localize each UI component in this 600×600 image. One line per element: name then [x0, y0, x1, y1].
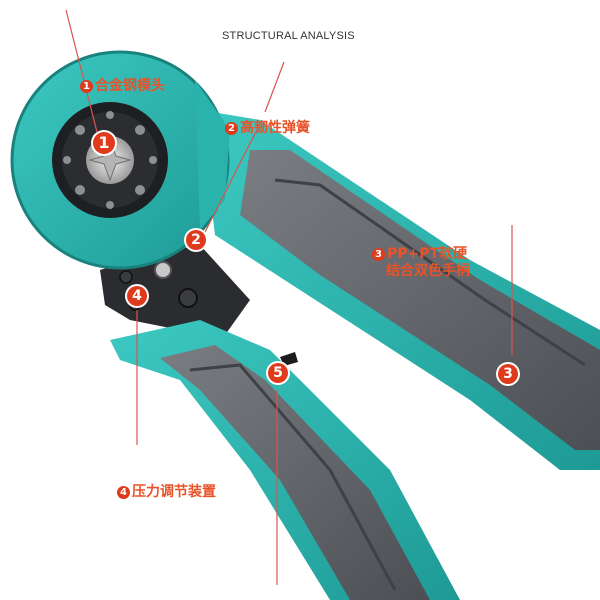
callout-label: 高韧性弹簧	[240, 120, 310, 136]
upper-grip-ridge	[274, 178, 586, 367]
lock-catch	[280, 352, 298, 366]
callout-badge: 4	[117, 486, 130, 499]
callout-badge: 3	[372, 248, 385, 261]
callout-label-line2: 结合双色手柄	[386, 263, 470, 279]
callout-label: 压力调节装置	[132, 484, 216, 500]
diagram-title: STRUCTURAL ANALYSIS	[222, 30, 355, 42]
callout-label: PP+PT软硬	[387, 246, 468, 262]
part-marker-4: 4	[127, 286, 147, 306]
part-marker-2: 2	[186, 230, 206, 250]
pivot-bolt	[154, 261, 172, 279]
callout-4: 4 压力调节装置	[117, 484, 216, 501]
part-marker-1: 1	[93, 132, 115, 154]
callout-label: 合金钢模头	[95, 78, 165, 94]
part-marker-3: 3	[498, 364, 518, 384]
callout-1: 1 合金钢模头	[80, 78, 165, 95]
callout-2: 2 高韧性弹簧	[225, 120, 310, 137]
callout-badge: 2	[225, 122, 238, 135]
adjust-screw	[178, 288, 198, 308]
part-marker-5: 5	[268, 363, 288, 383]
callout-3: 3 PP+PT软硬 结合双色手柄	[372, 246, 470, 280]
callout-badge: 1	[80, 80, 93, 93]
lower-grip	[160, 345, 430, 600]
